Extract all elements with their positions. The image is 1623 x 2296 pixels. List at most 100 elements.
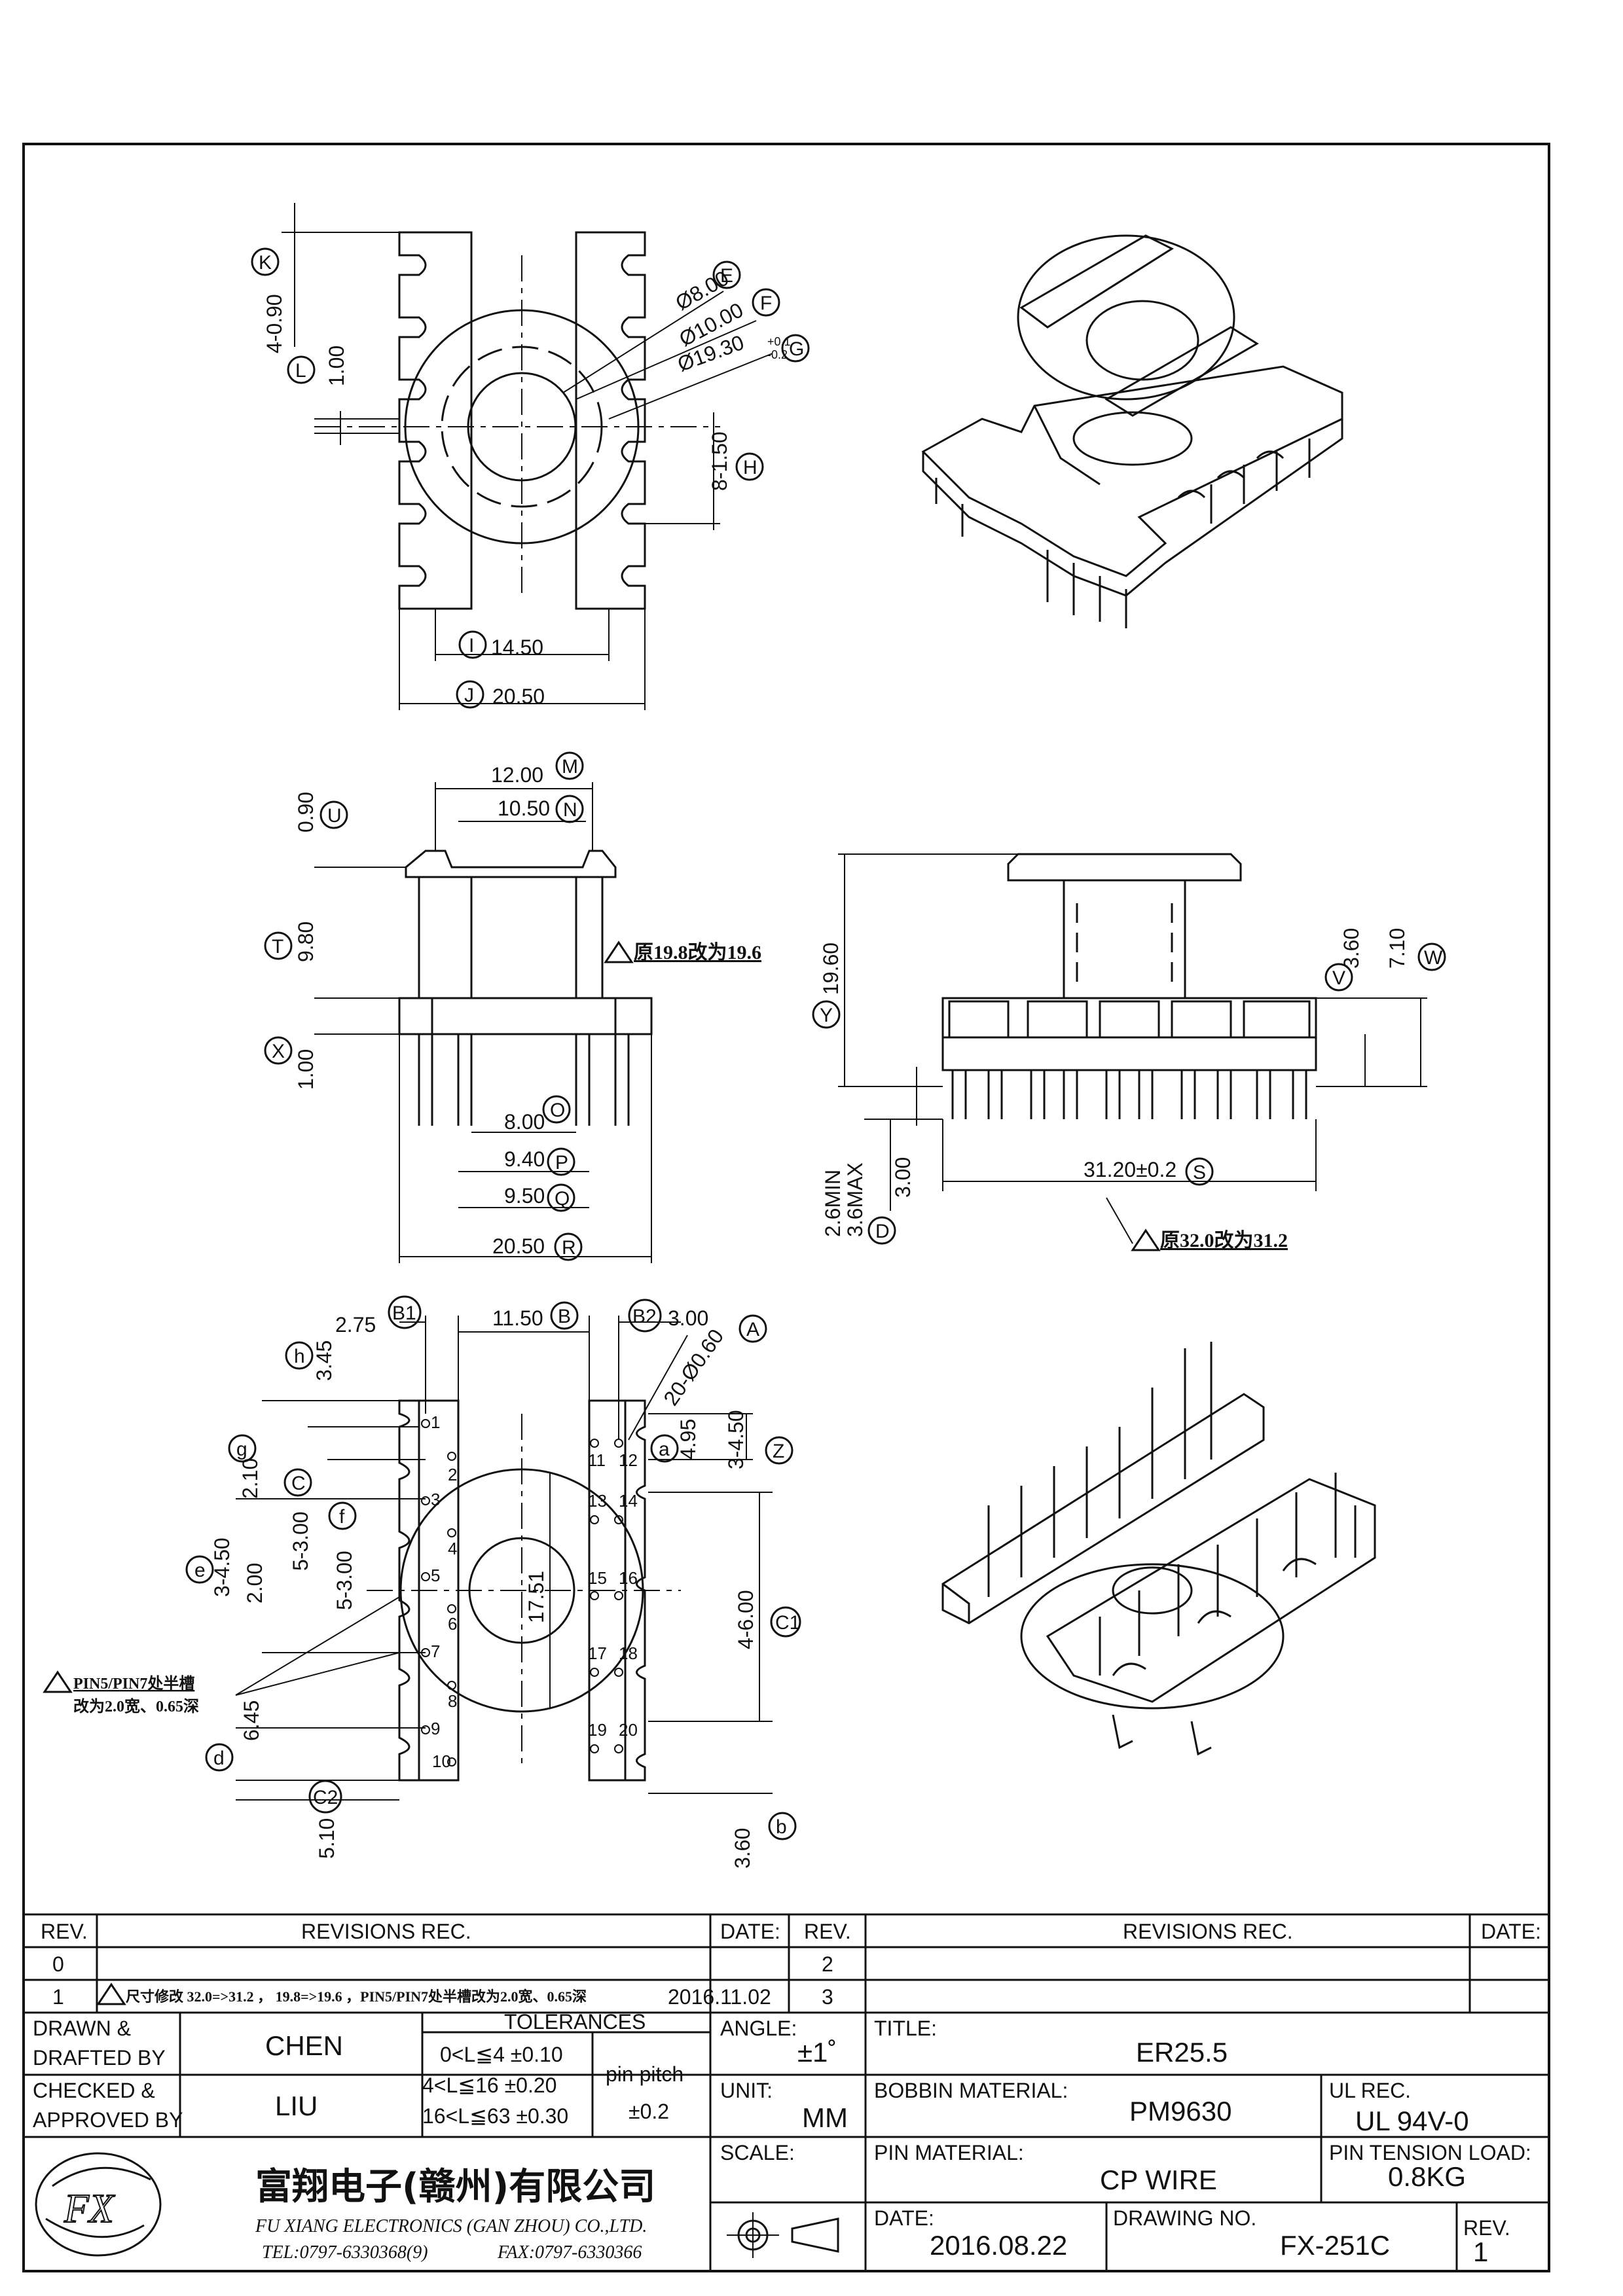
- label-circle-m: [555, 751, 584, 780]
- label-circle-k: [251, 247, 280, 276]
- label-circle-h: [735, 452, 764, 481]
- side-view-labels: 19.60 Y 3.60 V 7.10 W 31.20±0.2 S 3.00 2…: [812, 928, 1446, 1251]
- pin-material-label: PIN MATERIAL:: [874, 2141, 1024, 2164]
- pin-15: 15: [588, 1568, 607, 1588]
- label-circle-b1: [388, 1295, 422, 1329]
- label-circle-p: [547, 1147, 575, 1176]
- label-a4: a: [659, 1439, 670, 1460]
- label-p: P: [555, 1152, 568, 1174]
- pin-6: 6: [448, 1614, 457, 1634]
- drawn-label-1: DRAWN &: [33, 2017, 131, 2040]
- company-name-cn: 富翔电子(赣州)有限公司: [255, 2166, 655, 2208]
- company-name-en: FU XIANG ELECTRONICS (GAN ZHOU) CO.,LTD.: [255, 2216, 647, 2236]
- dim-t: 9.80: [294, 922, 318, 962]
- side-view: [941, 853, 1317, 1119]
- pin-17: 17: [588, 1643, 607, 1663]
- checked-label-1: CHECKED &: [33, 2079, 155, 2102]
- label-circle-h-lower: [285, 1341, 314, 1370]
- label-k: K: [259, 252, 272, 274]
- label-circle-w: [1417, 942, 1446, 971]
- tolerances-label: TOLERANCES: [504, 2010, 646, 2034]
- title-label: TITLE:: [874, 2017, 937, 2040]
- logo-text: FX: [64, 2187, 115, 2231]
- dim-s: 31.20±0.2: [1084, 1158, 1176, 1181]
- label-f-lower: f: [339, 1506, 345, 1528]
- date-header-left: DATE:: [720, 1920, 780, 1943]
- label-l: L: [295, 360, 306, 382]
- date-value: 2016.08.22: [930, 2230, 1067, 2261]
- label-circle-g-lower: [228, 1434, 257, 1463]
- side-view-dims: [838, 853, 1427, 1244]
- pin-7: 7: [431, 1641, 440, 1661]
- pin-9: 9: [431, 1719, 440, 1738]
- pin-3: 3: [431, 1490, 440, 1509]
- dim-b: 11.50: [492, 1306, 543, 1330]
- label-circle-b: [550, 1301, 579, 1330]
- label-circle-b3: [768, 1812, 797, 1840]
- label-circle-s: [1185, 1157, 1214, 1186]
- label-circle-r: [554, 1232, 583, 1261]
- top-view: [314, 231, 720, 610]
- dim-b1: 2.75: [335, 1313, 376, 1336]
- pin-pitch-value: ±0.2: [629, 2100, 669, 2123]
- rev-label: REV.: [1463, 2216, 1510, 2240]
- revision-table: [24, 1913, 1549, 2014]
- dim-e-lower: 3-4.50: [210, 1537, 234, 1597]
- label-circle-q: [547, 1183, 575, 1212]
- dim-l: 1.00: [325, 346, 348, 386]
- label-d: D: [875, 1221, 890, 1242]
- date-header-right: DATE:: [1481, 1920, 1541, 1943]
- front-view-labels: 12.00 M 10.50 N 0.90 U T 9.80 X 1.00 8.0…: [264, 751, 761, 1261]
- side-revision-note: 原32.0改为31.2: [1160, 1230, 1288, 1251]
- label-circle-d: [867, 1216, 896, 1245]
- pin-4: 4: [448, 1539, 457, 1558]
- label-circle-a: [739, 1314, 767, 1343]
- dim-h-lower: 3.45: [312, 1340, 336, 1381]
- pin-11: 11: [588, 1450, 606, 1470]
- pin-5: 5: [431, 1566, 440, 1585]
- dim-d-min: 2.6MIN: [821, 1170, 845, 1237]
- dim-x: 1.00: [294, 1049, 318, 1090]
- label-x: X: [272, 1041, 285, 1062]
- dim-i: 14.50: [491, 636, 543, 659]
- label-circle-c: [283, 1468, 312, 1497]
- pin-13: 13: [588, 1491, 607, 1511]
- pin-12: 12: [619, 1450, 638, 1470]
- label-circle-d-lower: [205, 1743, 234, 1772]
- label-circle-c1: [770, 1606, 801, 1638]
- date-label: DATE:: [874, 2206, 934, 2230]
- rev-value: 1: [1473, 2236, 1488, 2267]
- label-w: W: [1424, 947, 1443, 969]
- revision-triangle-bottom: [43, 1670, 73, 1693]
- label-circle-z: [765, 1436, 793, 1465]
- label-d-lower: d: [213, 1748, 225, 1769]
- label-f: F: [760, 293, 772, 314]
- label-circle-i: [458, 630, 487, 659]
- label-q: Q: [555, 1188, 570, 1210]
- label-circle-f: [752, 288, 780, 317]
- title-value: ER25.5: [1136, 2037, 1228, 2068]
- label-circle-y: [812, 1000, 841, 1029]
- rev-row-1-text: 尺寸修改 32.0=>31.2 ， 19.8=>19.6 ，PIN5/PIN7处…: [126, 1988, 587, 2005]
- label-j: J: [464, 685, 474, 706]
- label-n: N: [563, 799, 577, 821]
- label-e-lower: e: [194, 1560, 206, 1581]
- dim-k: 4-0.90: [263, 294, 286, 353]
- revision-triangle-front: [604, 941, 634, 963]
- dim-e2: 2.00: [243, 1563, 266, 1604]
- dim-u: 0.90: [294, 792, 318, 833]
- label-h: H: [743, 457, 757, 478]
- revision-table-text: REV. REVISIONS REC. DATE: REV. REVISIONS…: [41, 1920, 1541, 2009]
- pin-pitch-label: pin pitch: [606, 2062, 684, 2086]
- revision-triangle-table: [96, 1982, 126, 2005]
- dim-j: 20.50: [492, 685, 545, 708]
- pin-14: 14: [619, 1491, 638, 1511]
- label-circle-f-lower: [328, 1501, 357, 1530]
- pin-2: 2: [448, 1465, 457, 1484]
- dim-b2: 3.00: [668, 1306, 708, 1330]
- drawn-by: CHEN: [265, 2030, 343, 2061]
- ul-label: UL REC.: [1329, 2079, 1411, 2102]
- ul-value: UL 94V-0: [1355, 2106, 1469, 2136]
- label-circle-e-lower: [185, 1555, 214, 1584]
